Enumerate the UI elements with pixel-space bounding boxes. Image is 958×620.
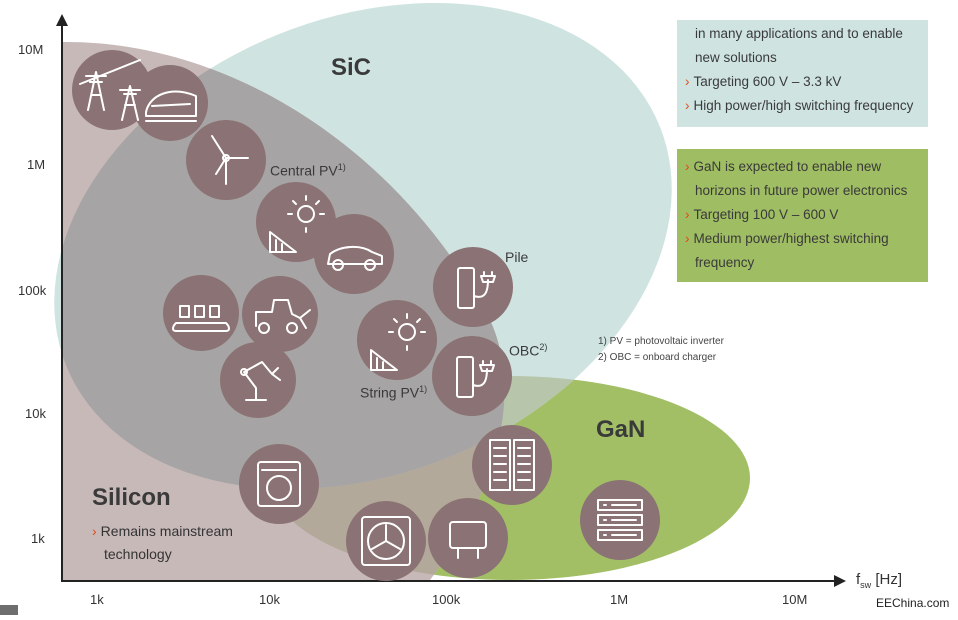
server-rack-icon	[472, 425, 552, 505]
central-pv-label: Central PV1)	[270, 162, 346, 179]
corner-mark	[0, 605, 18, 615]
y-tick-1M: 1M	[27, 157, 46, 172]
gan-box-line3: Targeting 100 V – 600 V	[693, 207, 839, 222]
string-pv-sup: 1)	[419, 384, 428, 394]
central-pv-text: Central PV	[270, 162, 338, 179]
sic-box-line4: High power/high switching frequency	[693, 98, 914, 113]
electric-car-icon	[314, 214, 394, 294]
sic-box-line3: Targeting 600 V – 3.3 kV	[693, 74, 842, 89]
x-tick-10k: 10k	[259, 592, 280, 607]
gan-box-line2: horizons in future power electronics	[695, 183, 908, 198]
x-tick-1M: 1M	[610, 592, 629, 607]
x-axis-label-sub: sw	[860, 580, 872, 590]
y-tick-1k: 1k	[31, 531, 45, 546]
power-adapter-icon	[428, 498, 508, 578]
robot-arm-icon	[220, 342, 296, 418]
footnote-pv: 1) PV = photovoltaic inverter	[598, 336, 724, 347]
silicon-desc-line1: Remains mainstream	[100, 523, 233, 539]
y-tick-10M: 10M	[18, 42, 44, 57]
gan-box-line1: GaN is expected to enable new	[693, 159, 882, 174]
x-axis-arrow-icon	[834, 575, 846, 587]
power-grid-icon	[72, 50, 152, 130]
x-tick-100k: 100k	[432, 592, 461, 607]
gan-box-line5: frequency	[695, 255, 755, 270]
sic-info-box: in many applications and to enable new s…	[677, 20, 928, 127]
obc-sup: 2)	[539, 342, 548, 352]
gan-info-box: ›GaN is expected to enable new horizons …	[677, 149, 928, 282]
obc-text: OBC	[509, 342, 540, 359]
obc-label: OBC2)	[509, 342, 547, 359]
bullet-arrow-icon: ›	[685, 98, 690, 113]
watermark: EEChina.com	[876, 596, 950, 610]
x-tick-1k: 1k	[90, 592, 104, 607]
sic-title: SiC	[331, 54, 372, 81]
y-tick-100k: 100k	[18, 283, 47, 298]
conveyor-belt-icon	[163, 275, 239, 351]
washing-machine-icon	[239, 444, 319, 524]
gan-title: GaN	[596, 416, 646, 443]
string-pv-solar-icon	[357, 300, 437, 380]
bullet-arrow-icon: ›	[685, 231, 690, 246]
bullet-arrow-icon: ›	[685, 74, 690, 89]
gan-box-line4: Medium power/highest switching	[693, 231, 889, 246]
sic-box-line2: new solutions	[695, 50, 777, 65]
y-axis-arrow-icon	[56, 14, 68, 26]
bullet-arrow-icon: ›	[685, 159, 690, 174]
silicon-desc-line2: technology	[104, 546, 172, 562]
central-pv-sup: 1)	[337, 162, 346, 172]
bullet-arrow-icon: ›	[685, 207, 690, 222]
x-axis-label-unit: [Hz]	[875, 571, 903, 588]
sic-box-line1: in many applications and to enable	[695, 26, 903, 41]
string-pv-text: String PV	[360, 384, 420, 401]
x-tick-10M: 10M	[782, 592, 808, 607]
footnotes: 1) PV = photovoltaic inverter 2) OBC = o…	[598, 334, 724, 366]
string-pv-label: String PV1)	[360, 384, 427, 401]
x-axis-label-main: f	[856, 571, 861, 588]
footnote-obc: 2) OBC = onboard charger	[598, 352, 717, 363]
silicon-description: ›Remains mainstream technology	[92, 520, 233, 566]
silicon-title: Silicon	[92, 484, 171, 511]
bullet-arrow-icon: ›	[92, 523, 97, 539]
y-tick-10k: 10k	[25, 406, 46, 421]
x-axis-label: fsw [Hz]	[856, 571, 902, 590]
pile-label: Pile	[505, 249, 529, 265]
